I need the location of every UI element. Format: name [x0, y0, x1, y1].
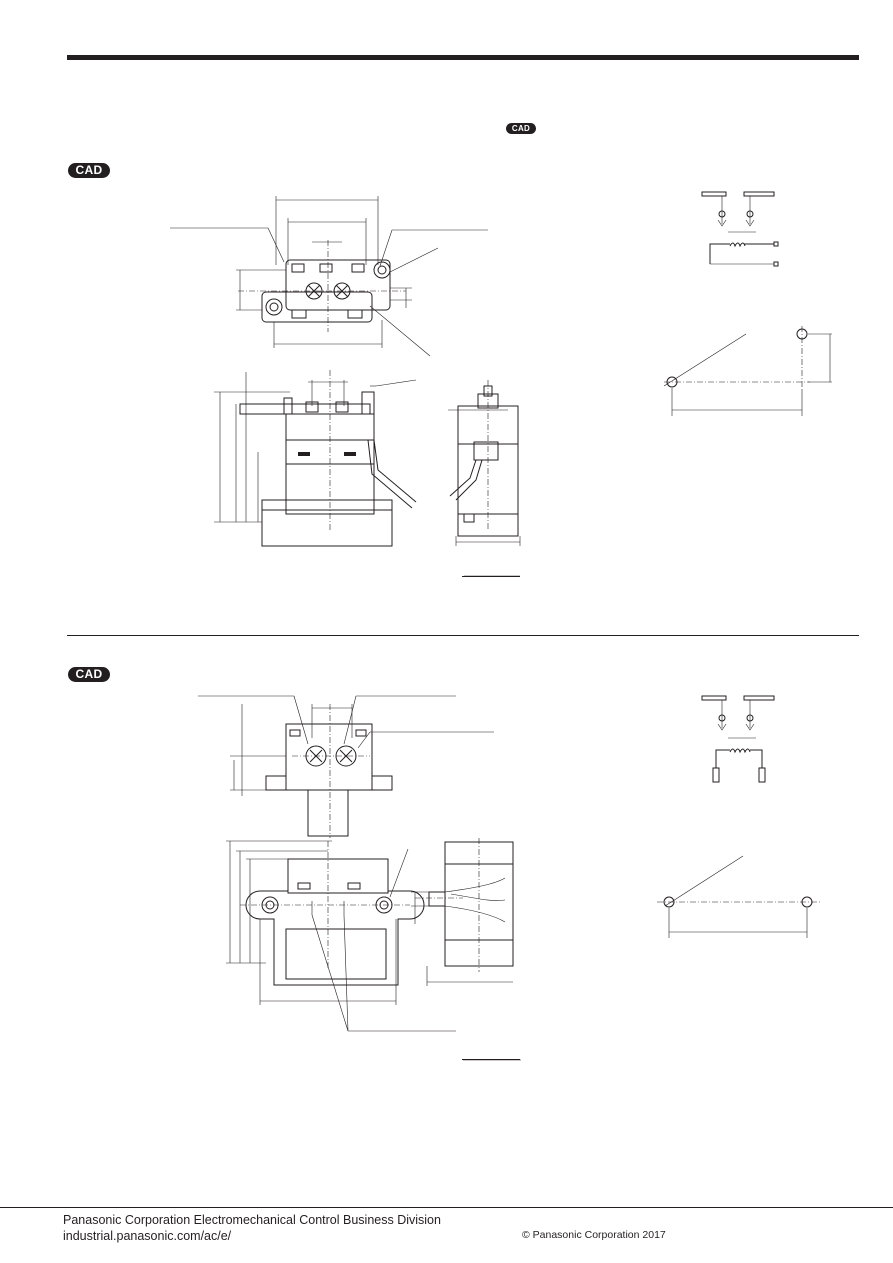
- note-rule-2: [462, 1059, 520, 1060]
- cad-badge-section-2[interactable]: CAD: [68, 667, 110, 682]
- footer-url[interactable]: industrial.panasonic.com/ac/e/: [63, 1229, 232, 1243]
- footer-copyright: © Panasonic Corporation 2017: [522, 1229, 666, 1241]
- pcb-pattern-2: [657, 855, 821, 938]
- drawing-2-side-view: [411, 838, 521, 1061]
- schematic-1: [701, 191, 779, 267]
- section-divider: [67, 635, 859, 636]
- footer-rule: [0, 1207, 893, 1208]
- pcb-pattern-1: [663, 326, 832, 416]
- header-rule: [67, 55, 859, 60]
- cad-badge-section-1[interactable]: CAD: [68, 163, 110, 178]
- cad-badge-top[interactable]: CAD: [506, 123, 536, 134]
- schematic-2: [701, 695, 775, 783]
- footer-company: Panasonic Corporation Electromechanical …: [63, 1213, 441, 1227]
- note-rule-1: [462, 576, 520, 577]
- drawing-1-top-view: [170, 196, 488, 357]
- drawing-2-top-view: [198, 695, 494, 838]
- drawing-1-side-view: [448, 380, 521, 577]
- drawing-2-front-view: [226, 840, 456, 1032]
- drawing-1-front-view: [214, 370, 417, 547]
